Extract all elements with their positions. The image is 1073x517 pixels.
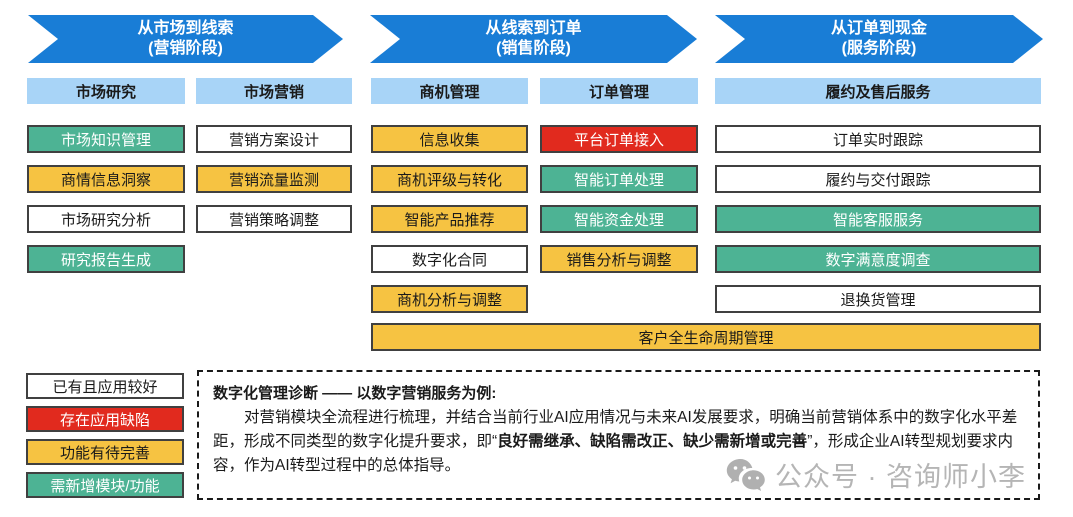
- column-header-order: 订单管理: [540, 78, 698, 104]
- legend-item-new-module: 需新增模块/功能: [26, 472, 184, 498]
- legend-item-existing-good: 已有且应用较好: [26, 373, 184, 399]
- legend-item-improve: 功能有待完善: [26, 439, 184, 465]
- module-box-customer-lifecycle: 客户全生命周期管理: [371, 323, 1041, 351]
- module-box: 数字化合同: [371, 245, 528, 273]
- watermark: 公众号 · 咨询师小李: [725, 455, 1026, 494]
- phase-subtitle: (销售阶段): [496, 40, 571, 57]
- legend-item-defect: 存在应用缺陷: [26, 406, 184, 432]
- module-box: 商机分析与调整: [371, 285, 528, 313]
- module-box: 智能订单处理: [540, 165, 698, 193]
- phase-arrow-marketing: 从市场到线索 (营销阶段): [28, 15, 343, 63]
- module-box: 研究报告生成: [27, 245, 185, 273]
- module-box: 营销流量监测: [196, 165, 352, 193]
- phase-subtitle: (营销阶段): [148, 40, 223, 57]
- module-box: 市场研究分析: [27, 205, 185, 233]
- column-order: 平台订单接入 智能订单处理 智能资金处理 销售分析与调整: [540, 125, 698, 273]
- module-box: 智能资金处理: [540, 205, 698, 233]
- module-box: 市场知识管理: [27, 125, 185, 153]
- column-fulfillment: 订单实时跟踪 履约与交付跟踪 智能客服服务 数字满意度调查 退换货管理: [715, 125, 1041, 313]
- column-header-opportunity: 商机管理: [371, 78, 528, 104]
- watermark-text: 公众号 · 咨询师小李: [775, 462, 1026, 492]
- module-box: 数字满意度调查: [715, 245, 1041, 273]
- module-box: 营销方案设计: [196, 125, 352, 153]
- module-box: 退换货管理: [715, 285, 1041, 313]
- phase-title: 从订单到现金: [830, 20, 927, 37]
- diagnosis-body: 对营销模块全流程进行梳理，并结合当前行业AI应用情况与未来AI发展要求，明确当前…: [213, 406, 1024, 478]
- column-marketing: 营销方案设计 营销流量监测 营销策略调整: [196, 125, 352, 233]
- phase-title: 从市场到线索: [137, 20, 234, 37]
- module-box: 订单实时跟踪: [715, 125, 1041, 153]
- diagnosis-title: 数字化管理诊断 —— 以数字营销服务为例:: [213, 385, 497, 402]
- phase-arrow-service: 从订单到现金 (服务阶段): [715, 15, 1043, 63]
- column-header-marketing: 市场营销: [196, 78, 352, 104]
- module-box: 营销策略调整: [196, 205, 352, 233]
- diagnosis-body-bold: 良好需继承、缺陷需改正、缺少需新增或完善: [497, 433, 808, 450]
- phase-title: 从线索到订单: [485, 20, 582, 37]
- column-header-market-research: 市场研究: [27, 78, 185, 104]
- module-box: 智能客服服务: [715, 205, 1041, 233]
- module-box: 商机评级与转化: [371, 165, 528, 193]
- column-opportunity: 信息收集 商机评级与转化 智能产品推荐 数字化合同 商机分析与调整: [371, 125, 528, 313]
- module-box: 销售分析与调整: [540, 245, 698, 273]
- diagnosis-panel: 数字化管理诊断 —— 以数字营销服务为例: 对营销模块全流程进行梳理，并结合当前…: [197, 370, 1040, 500]
- wechat-icon: [726, 458, 765, 491]
- module-box: 智能产品推荐: [371, 205, 528, 233]
- module-box: 信息收集: [371, 125, 528, 153]
- legend: 已有且应用较好 存在应用缺陷 功能有待完善 需新增模块/功能: [26, 373, 184, 498]
- module-box: 履约与交付跟踪: [715, 165, 1041, 193]
- phase-subtitle: (服务阶段): [841, 40, 917, 57]
- phase-arrow-sales: 从线索到订单 (销售阶段): [370, 15, 697, 63]
- diagnosis-body-post: ”，形成企业AI转型规划要求内容，作为AI转型过程中的总体指导。: [213, 433, 1013, 474]
- column-market-research: 市场知识管理 商情信息洞察 市场研究分析 研究报告生成: [27, 125, 185, 273]
- module-box: 平台订单接入: [540, 125, 698, 153]
- column-header-fulfillment: 履约及售后服务: [715, 78, 1041, 104]
- diagnosis-body-pre: 对营销模块全流程进行梳理，并结合当前行业AI应用情况与未来AI发展要求，明确当前…: [213, 409, 1018, 450]
- module-box: 商情信息洞察: [27, 165, 185, 193]
